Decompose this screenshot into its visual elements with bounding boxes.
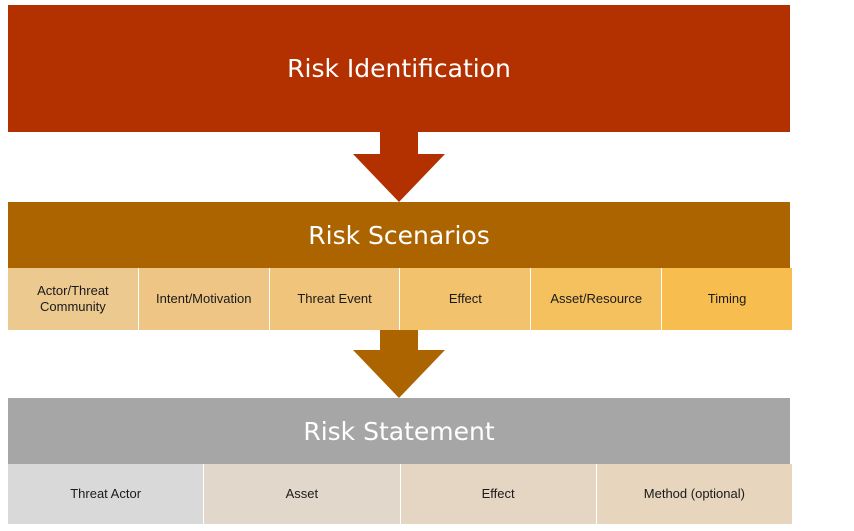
statement-component: Effect — [400, 464, 597, 524]
scenario-component: Actor/Threat Community — [8, 268, 139, 330]
risk-scenarios-title: Risk Scenarios — [308, 220, 490, 250]
risk-statement-bar: Risk Statement — [8, 398, 790, 464]
down-arrow-icon — [353, 132, 445, 202]
risk-identification-bar: Risk Identification — [8, 5, 790, 132]
risk-statement-title: Risk Statement — [303, 416, 495, 446]
statement-component: Threat Actor — [8, 464, 205, 524]
scenario-component: Timing — [662, 268, 792, 330]
statement-component: Asset — [204, 464, 401, 524]
risk-identification-title: Risk Identification — [287, 54, 511, 83]
arrow-1-shape — [353, 132, 445, 202]
risk-scenarios-bar: Risk Scenarios — [8, 202, 790, 268]
scenario-component: Threat Event — [269, 268, 401, 330]
risk-statement-components: Threat Actor Asset Effect Method (option… — [8, 464, 792, 524]
scenario-component: Asset/Resource — [531, 268, 663, 330]
down-arrow-icon — [353, 330, 445, 398]
risk-scenarios-components: Actor/Threat Community Intent/Motivation… — [8, 268, 792, 330]
scenario-component: Effect — [400, 268, 532, 330]
scenario-component: Intent/Motivation — [138, 268, 270, 330]
arrow-2-shape — [353, 330, 445, 398]
statement-component: Method (optional) — [596, 464, 792, 524]
